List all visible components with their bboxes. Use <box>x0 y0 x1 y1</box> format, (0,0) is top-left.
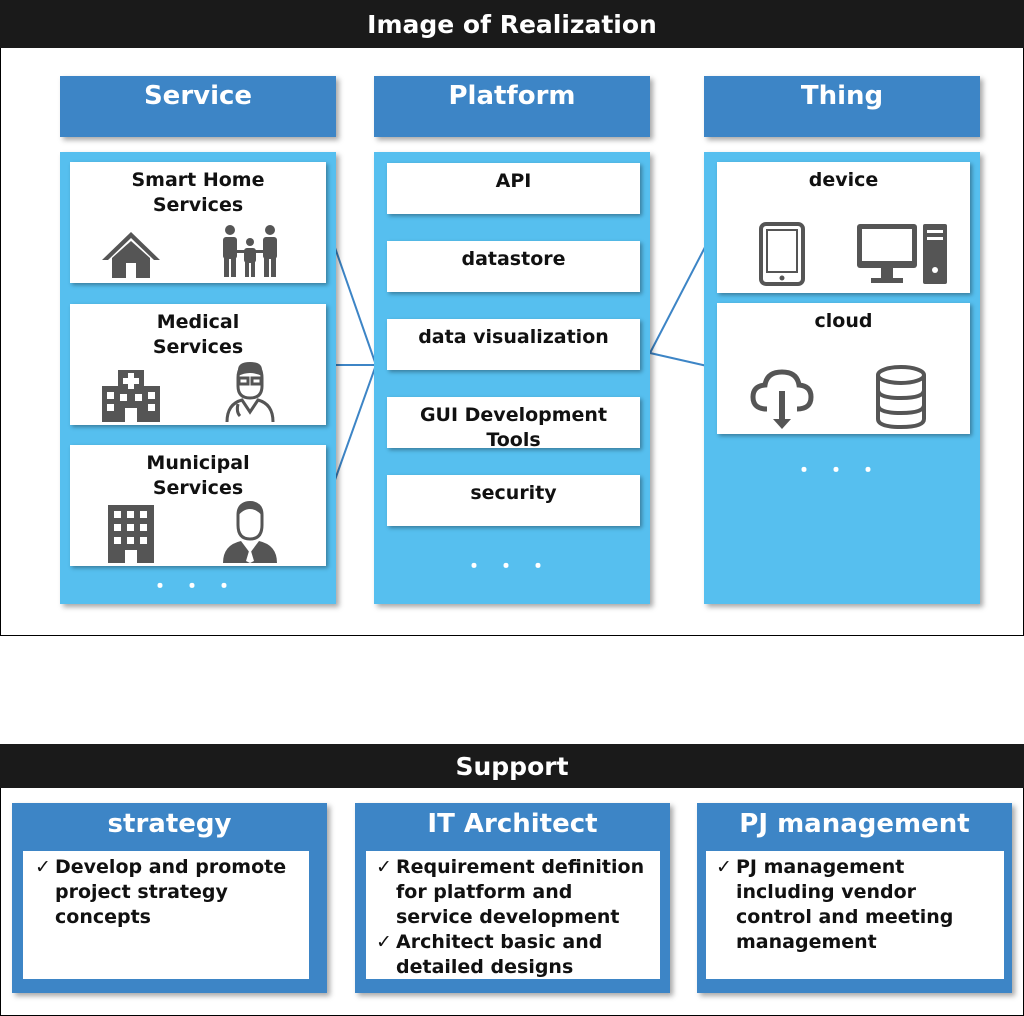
desktop-computer-icon <box>857 224 947 284</box>
support-item: ✓ Develop and promote project strategy c… <box>35 855 303 930</box>
pj-management-card: ✓ PJ management including vendor control… <box>706 851 1004 979</box>
smart-home-services-card: Smart Home Services <box>70 162 326 283</box>
check-icon: ✓ <box>376 931 392 953</box>
family-icon <box>223 225 277 277</box>
support-item-text: Develop and promote project strategy con… <box>55 856 287 928</box>
platform-item-data-visualization: data visualization <box>387 319 640 370</box>
support-item: ✓ Architect basic and detailed designs <box>376 930 654 980</box>
card-title: device <box>808 169 879 191</box>
realization-title: Image of Realization <box>0 0 1024 48</box>
service-column: Smart Home Services Medical Services <box>60 152 336 604</box>
service-more-indicator: ・・・ <box>150 574 246 598</box>
strategy-card: ✓ Develop and promote project strategy c… <box>23 851 309 979</box>
pj-management-header: PJ management <box>739 809 970 839</box>
it-architect-section: IT Architect ✓ Requirement definition fo… <box>355 803 670 993</box>
check-icon: ✓ <box>376 856 392 878</box>
card-title: Smart Home Services <box>131 169 265 216</box>
platform-item-gui-development-tools: GUI Development Tools <box>387 397 640 451</box>
medical-services-card: Medical Services <box>70 304 326 425</box>
support-title: Support <box>0 744 1024 788</box>
platform-item-datastore: datastore <box>387 241 640 292</box>
support-item: ✓ PJ management including vendor control… <box>716 855 998 955</box>
cloud-upload-icon <box>750 369 814 429</box>
strategy-section: strategy ✓ Develop and promote project s… <box>12 803 327 993</box>
strategy-header: strategy <box>107 809 232 839</box>
support-item: ✓ Requirement definition for platform an… <box>376 855 654 930</box>
businessman-icon <box>223 501 277 563</box>
municipal-services-card: Municipal Services <box>70 445 326 566</box>
thing-more-indicator: ・・・ <box>794 458 890 482</box>
it-architect-card: ✓ Requirement definition for platform an… <box>366 851 660 979</box>
platform-column: API datastore data visualization GUI Dev… <box>374 152 650 604</box>
house-icon <box>102 232 160 278</box>
platform-item-security: security <box>387 475 640 526</box>
platform-more-indicator: ・・・ <box>464 554 560 578</box>
pj-management-section: PJ management ✓ PJ management including … <box>697 803 1012 993</box>
card-title: cloud <box>814 310 873 332</box>
doctor-icon <box>225 362 275 422</box>
platform-header: Platform <box>374 76 650 137</box>
device-card: device <box>717 162 970 293</box>
check-icon: ✓ <box>35 856 51 878</box>
support-item-text: Architect basic and detailed designs <box>396 931 603 978</box>
support-item-text: PJ management including vendor control a… <box>736 856 954 953</box>
card-title: Medical Services <box>152 311 244 358</box>
thing-header: Thing <box>704 76 980 137</box>
database-icon <box>876 365 926 429</box>
office-building-icon <box>108 505 154 563</box>
support-item-text: Requirement definition for platform and … <box>396 856 645 928</box>
service-header: Service <box>60 76 336 137</box>
card-title: Municipal Services <box>146 452 250 499</box>
platform-item-api: API <box>387 163 640 214</box>
thing-column: device cloud <box>704 152 980 604</box>
tablet-icon <box>759 222 805 286</box>
hospital-icon <box>102 370 160 422</box>
cloud-card: cloud <box>717 303 970 434</box>
it-architect-header: IT Architect <box>427 809 598 839</box>
check-icon: ✓ <box>716 856 732 878</box>
